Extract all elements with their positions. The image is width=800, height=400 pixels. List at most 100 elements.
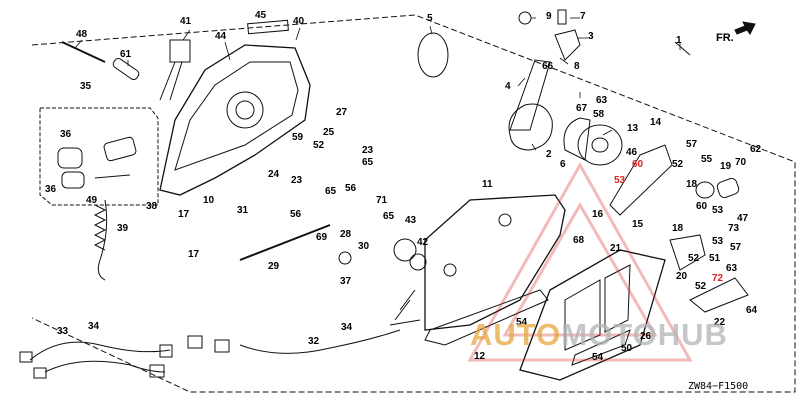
rod-29: [239, 224, 331, 261]
callout-54a: 54: [516, 317, 528, 328]
callout-60a: 60: [632, 159, 644, 170]
callout-65c: 65: [383, 211, 395, 222]
connector-f: [33, 367, 47, 379]
callout-66: 66: [542, 61, 554, 72]
callout-47: 47: [737, 213, 749, 224]
callout-50: 50: [621, 343, 633, 354]
lever-2: [508, 103, 553, 151]
callout-70: 70: [735, 157, 747, 168]
collar-55: [695, 181, 715, 199]
callout-61: 61: [120, 49, 132, 60]
cam-6: [563, 117, 591, 161]
fr-arrow: [734, 21, 756, 35]
callout-56b: 56: [290, 209, 302, 220]
callout-23a: 23: [291, 175, 303, 186]
callout-20: 20: [676, 271, 688, 282]
callout-41: 41: [180, 16, 192, 27]
callout-37: 37: [340, 276, 352, 287]
callout-36a: 36: [60, 129, 72, 140]
callout-57a: 57: [686, 139, 698, 150]
callout-38: 38: [146, 201, 158, 212]
callout-67: 67: [576, 103, 588, 114]
side-case-44: [159, 44, 311, 196]
callout-48: 48: [76, 29, 88, 40]
connector-d: [149, 364, 165, 378]
collar-19: [716, 177, 740, 199]
callout-25: 25: [323, 127, 335, 138]
callout-64: 64: [746, 305, 758, 316]
callout-12: 12: [474, 351, 486, 362]
disc-13: [577, 124, 623, 166]
callout-9: 9: [546, 11, 552, 22]
harness-32: [239, 289, 421, 354]
callout-65b: 65: [325, 186, 337, 197]
callout-15: 15: [632, 219, 644, 230]
callout-4: 4: [505, 81, 511, 92]
callout-32: 32: [308, 336, 320, 347]
callout-33: 33: [57, 326, 69, 337]
callout-69: 69: [316, 232, 328, 243]
callout-51: 51: [709, 253, 721, 264]
plate-hole-2: [443, 263, 457, 277]
plate-64: [689, 277, 749, 313]
callout-53b: 53: [712, 205, 724, 216]
watermark-logo: [467, 161, 693, 362]
connector-e: [19, 351, 33, 363]
connector-a: [187, 335, 203, 349]
callout-57b: 57: [730, 242, 742, 253]
plate-12: [424, 289, 549, 346]
callout-58: 58: [593, 109, 605, 120]
side-case-boss: [226, 91, 264, 129]
key-switch: [103, 136, 137, 162]
callout-11: 11: [482, 179, 493, 190]
assembly-frame: [31, 14, 796, 393]
callout-1: 1: [676, 35, 682, 46]
callout-34b: 34: [341, 322, 353, 333]
watermark-part-2: MOTOHUB: [561, 317, 728, 352]
callout-27: 27: [336, 107, 348, 118]
callout-8: 8: [574, 61, 580, 72]
callout-29: 29: [268, 261, 280, 272]
callout-35: 35: [80, 81, 92, 92]
bracket-3: [554, 29, 581, 61]
leader-lines: [74, 17, 681, 151]
callout-72: 72: [712, 273, 724, 284]
callout-63a: 63: [596, 95, 608, 106]
sleeve-61: [112, 57, 140, 81]
arm-14: [609, 144, 673, 216]
callout-40: 40: [293, 16, 305, 27]
side-case-boss-inner: [235, 100, 255, 120]
callout-52d: 52: [695, 281, 707, 292]
plate-11: [424, 194, 566, 331]
switch-41-wires: [159, 61, 183, 101]
bushing-42: [409, 253, 427, 271]
knob-36-lower: [61, 171, 85, 189]
bushing-43: [393, 238, 417, 262]
strip-45: [247, 19, 289, 35]
callout-52c: 52: [688, 253, 700, 264]
callout-17b: 17: [188, 249, 200, 260]
diagram-code: ZW84−F1500: [688, 381, 749, 392]
callout-28: 28: [340, 229, 352, 240]
callout-34a: 34: [88, 321, 100, 332]
callout-52b: 52: [672, 159, 684, 170]
callout-31: 31: [237, 205, 249, 216]
callout-68: 68: [573, 235, 585, 246]
callout-17a: 17: [178, 209, 190, 220]
connector-b: [214, 339, 230, 353]
callout-36b: 36: [45, 184, 57, 195]
callout-62: 62: [750, 144, 762, 155]
callout-18b: 18: [672, 223, 684, 234]
direction-label: FR.: [716, 32, 734, 44]
callout-14: 14: [650, 117, 662, 128]
callout-63b: 63: [726, 263, 738, 274]
callout-71: 71: [376, 195, 388, 206]
watermark-part-1: AUTO: [470, 317, 562, 352]
callout-18a: 18: [686, 179, 698, 190]
callout-19: 19: [720, 161, 732, 172]
side-case-inner: [174, 61, 299, 171]
lever-4: [509, 59, 551, 131]
ring-5: [417, 32, 449, 78]
bracket-20: [669, 234, 706, 271]
callout-53c: 53: [712, 236, 724, 247]
